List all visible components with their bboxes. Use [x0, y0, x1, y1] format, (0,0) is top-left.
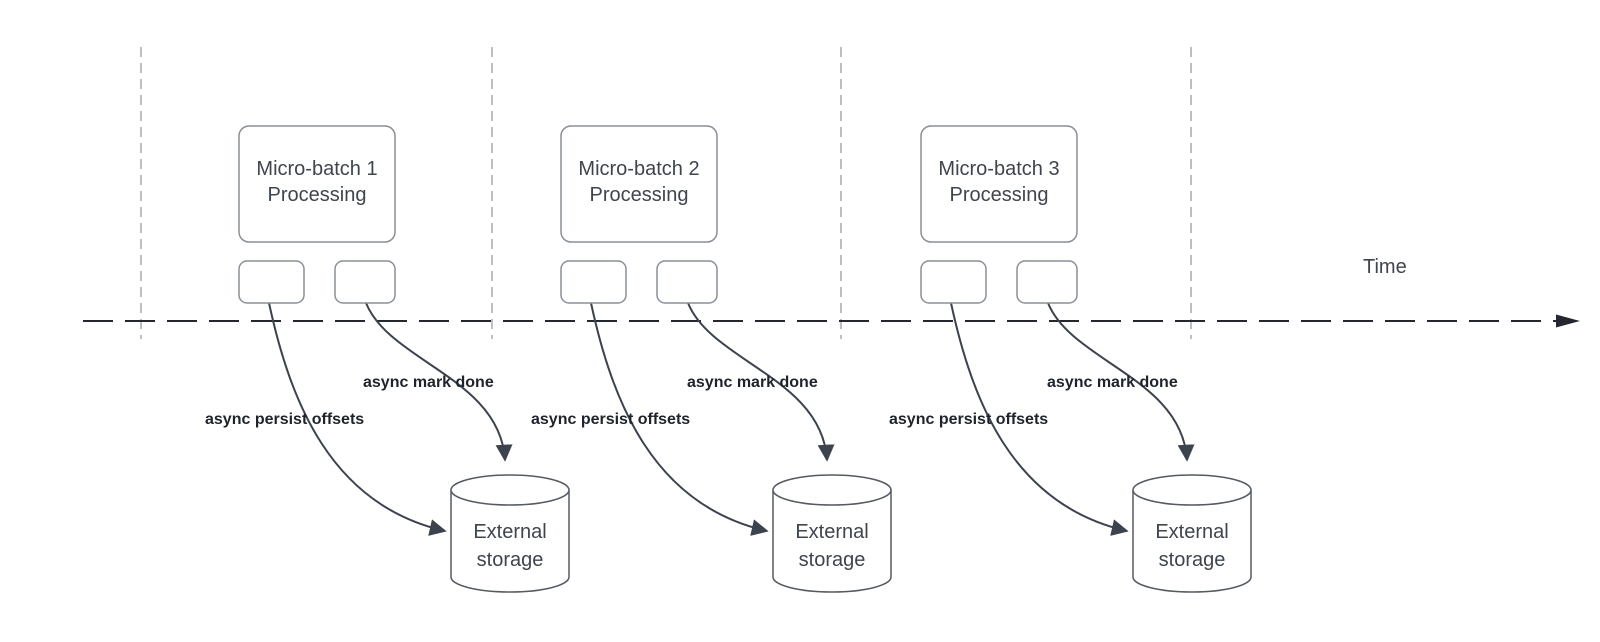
- batch-title-line2: Processing: [589, 183, 689, 206]
- processing-box: [920, 125, 1078, 243]
- processing-box-label: Micro-batch 2 Processing: [561, 126, 717, 242]
- external-storage-cylinder: [1132, 474, 1252, 593]
- micro-batch-group-3: [920, 125, 1252, 593]
- time-axis-arrowhead: [1556, 314, 1580, 328]
- mark-done-source-box: [1016, 260, 1078, 304]
- external-storage-cylinder: [772, 474, 892, 593]
- mark-done-arrow: [687, 302, 835, 462]
- micro-batch-group-1: [238, 125, 570, 593]
- cylinder-top: [1132, 474, 1252, 506]
- persist-offsets-arrow: [268, 302, 447, 536]
- processing-box-label: Micro-batch 3 Processing: [921, 126, 1077, 242]
- mark-done-label: async mark done: [1047, 374, 1178, 391]
- processing-box: [238, 125, 396, 243]
- cylinder-body: [450, 490, 570, 593]
- cylinder-top: [772, 474, 892, 506]
- batch-title-line1: Micro-batch 3: [938, 157, 1060, 180]
- batch-title-line2: Processing: [949, 183, 1049, 206]
- persist-offsets-label: async persist offsets: [531, 411, 691, 428]
- persist-source-box: [238, 260, 305, 304]
- processing-box-label: Micro-batch 1 Processing: [239, 126, 395, 242]
- persist-source-box: [920, 260, 987, 304]
- cylinder-top: [450, 474, 570, 506]
- micro-batch-group-2: [560, 125, 892, 593]
- storage-line1: External: [473, 520, 547, 543]
- batch-title-line2: Processing: [267, 183, 367, 206]
- storage-line2: storage: [798, 548, 866, 571]
- batch-title-line1: Micro-batch 1: [256, 157, 378, 180]
- external-storage-label: External storage: [451, 476, 569, 593]
- storage-line2: storage: [1158, 548, 1226, 571]
- storage-line1: External: [795, 520, 869, 543]
- external-storage-label: External storage: [1133, 476, 1251, 593]
- batch-title-line1: Micro-batch 2: [578, 157, 700, 180]
- mark-done-label: async mark done: [687, 374, 818, 391]
- cylinder-body: [772, 490, 892, 593]
- mark-done-source-box: [334, 260, 396, 304]
- persist-offsets-label: async persist offsets: [205, 411, 365, 428]
- persist-offsets-arrow: [590, 302, 769, 536]
- cylinder-body: [1132, 490, 1252, 593]
- mark-done-arrow: [365, 302, 513, 462]
- persist-offsets-arrow: [950, 302, 1129, 536]
- mark-done-arrow: [1047, 302, 1195, 462]
- mark-done-label: async mark done: [363, 374, 494, 391]
- persist-source-box: [560, 260, 627, 304]
- storage-line1: External: [1155, 520, 1229, 543]
- external-storage-label: External storage: [773, 476, 891, 593]
- storage-line2: storage: [476, 548, 544, 571]
- processing-box: [560, 125, 718, 243]
- time-axis: [83, 314, 1580, 328]
- external-storage-cylinder: [450, 474, 570, 593]
- persist-offsets-label: async persist offsets: [889, 411, 1049, 428]
- time-axis-label: Time: [1363, 256, 1407, 278]
- mark-done-source-box: [656, 260, 718, 304]
